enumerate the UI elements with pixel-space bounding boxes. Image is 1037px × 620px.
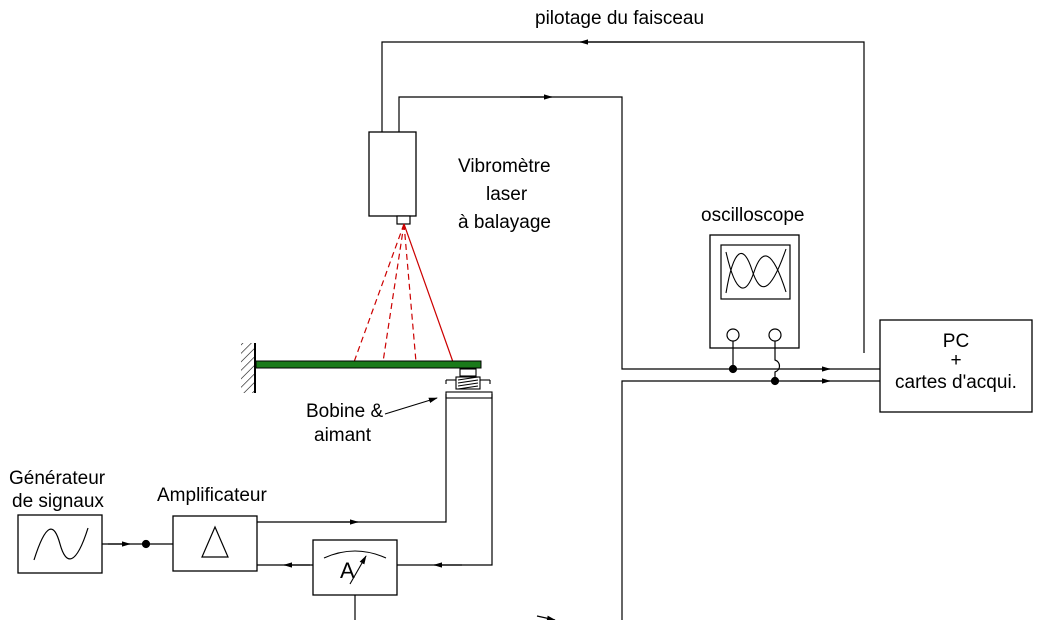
oscilloscope-label: oscilloscope [701,205,805,226]
generator-label-1: Générateur [9,468,106,489]
needle-icon [349,555,367,585]
triangle-icon [201,525,229,558]
amplifier [172,515,258,572]
coil-pointer-arrow [384,397,438,415]
vibrometer-label-3: à balayage [458,212,551,233]
coil-wires [257,394,493,568]
oscilloscope [709,234,800,349]
laser-vibrometer [368,131,417,225]
pc-label-3: cartes d'acqui. [895,372,1017,393]
vibrometer-label-2: laser [486,184,528,205]
pc-acquisition-box [879,319,1033,413]
generator-to-amplifier-wire [102,539,173,549]
wall-clamp [241,343,256,393]
beam-control-label: pilotage du faisceau [535,8,704,29]
ammeter-symbol: A [340,558,355,583]
oscilloscope-probes [728,341,781,386]
ammeter [312,539,398,620]
vibrometer-signal-wire [398,94,880,372]
beam-control-wire [381,39,865,353]
coil-label-1: Bobine & [306,401,383,422]
pc-label-2: + [950,350,961,371]
laser-beams [353,223,454,363]
sine-wave-icon [33,527,89,561]
coil-and-magnet [445,368,493,399]
signal-generator [17,514,103,574]
generator-label-2: de signaux [12,491,104,512]
current-signal-wire [536,378,880,620]
pc-label-1: PC [943,331,969,352]
vibrometer-label-1: Vibromètre [458,156,551,177]
cantilever-beam [255,360,482,369]
coil-label-2: aimant [314,425,372,446]
amplifier-label: Amplificateur [157,485,267,506]
